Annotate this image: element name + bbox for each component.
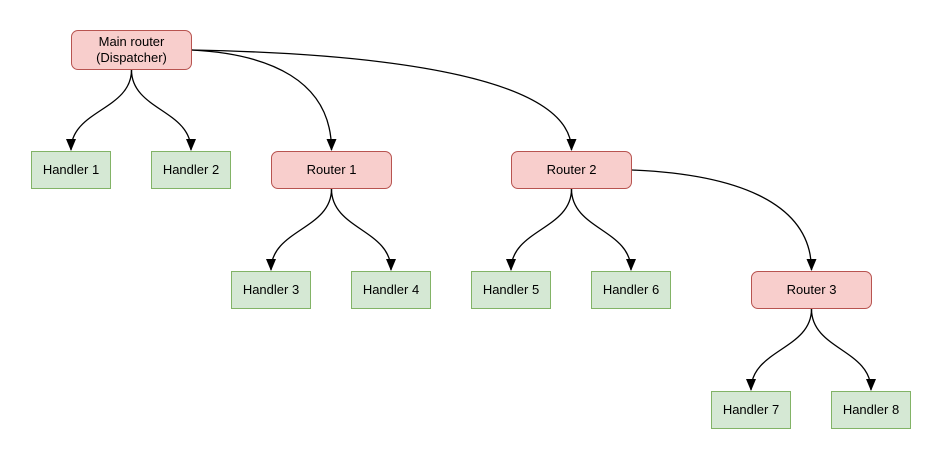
- node-handler-5: Handler 5: [471, 271, 551, 309]
- edge-router-1-to-handler-3: [266, 188, 333, 271]
- node-router-3: Router 3: [751, 271, 872, 309]
- node-main-router: Main router (Dispatcher): [71, 30, 192, 70]
- edge-main-router-to-handler-2: [130, 69, 196, 151]
- node-label: Handler 3: [242, 281, 300, 297]
- node-label: Router 3: [786, 281, 837, 297]
- node-handler-2: Handler 2: [151, 151, 231, 189]
- edge-router-2-to-router-3: [631, 169, 817, 271]
- edge-main-router-to-router-2: [191, 49, 577, 151]
- edge-router-2-to-handler-5: [506, 188, 573, 271]
- node-router-1: Router 1: [271, 151, 392, 189]
- node-label: Handler 6: [602, 281, 660, 297]
- node-label: Handler 2: [162, 161, 220, 177]
- node-router-2: Router 2: [511, 151, 632, 189]
- edge-router-2-to-handler-6: [570, 188, 636, 271]
- node-label: Main router (Dispatcher): [96, 33, 167, 65]
- edge-router-1-to-handler-4: [330, 188, 396, 271]
- edge-router-3-to-handler-8: [810, 308, 876, 391]
- node-label: Router 2: [546, 161, 597, 177]
- node-label: Handler 8: [842, 401, 900, 417]
- node-handler-7: Handler 7: [711, 391, 791, 429]
- node-handler-4: Handler 4: [351, 271, 431, 309]
- node-handler-3: Handler 3: [231, 271, 311, 309]
- edge-main-router-to-handler-1: [66, 69, 133, 151]
- node-label: Handler 7: [722, 401, 780, 417]
- node-label: Handler 4: [362, 281, 420, 297]
- node-handler-6: Handler 6: [591, 271, 671, 309]
- node-handler-8: Handler 8: [831, 391, 911, 429]
- edge-router-3-to-handler-7: [746, 308, 813, 391]
- node-label: Handler 5: [482, 281, 540, 297]
- node-label: Router 1: [306, 161, 357, 177]
- node-label: Handler 1: [42, 161, 100, 177]
- node-handler-1: Handler 1: [31, 151, 111, 189]
- edge-main-router-to-router-1: [191, 49, 337, 151]
